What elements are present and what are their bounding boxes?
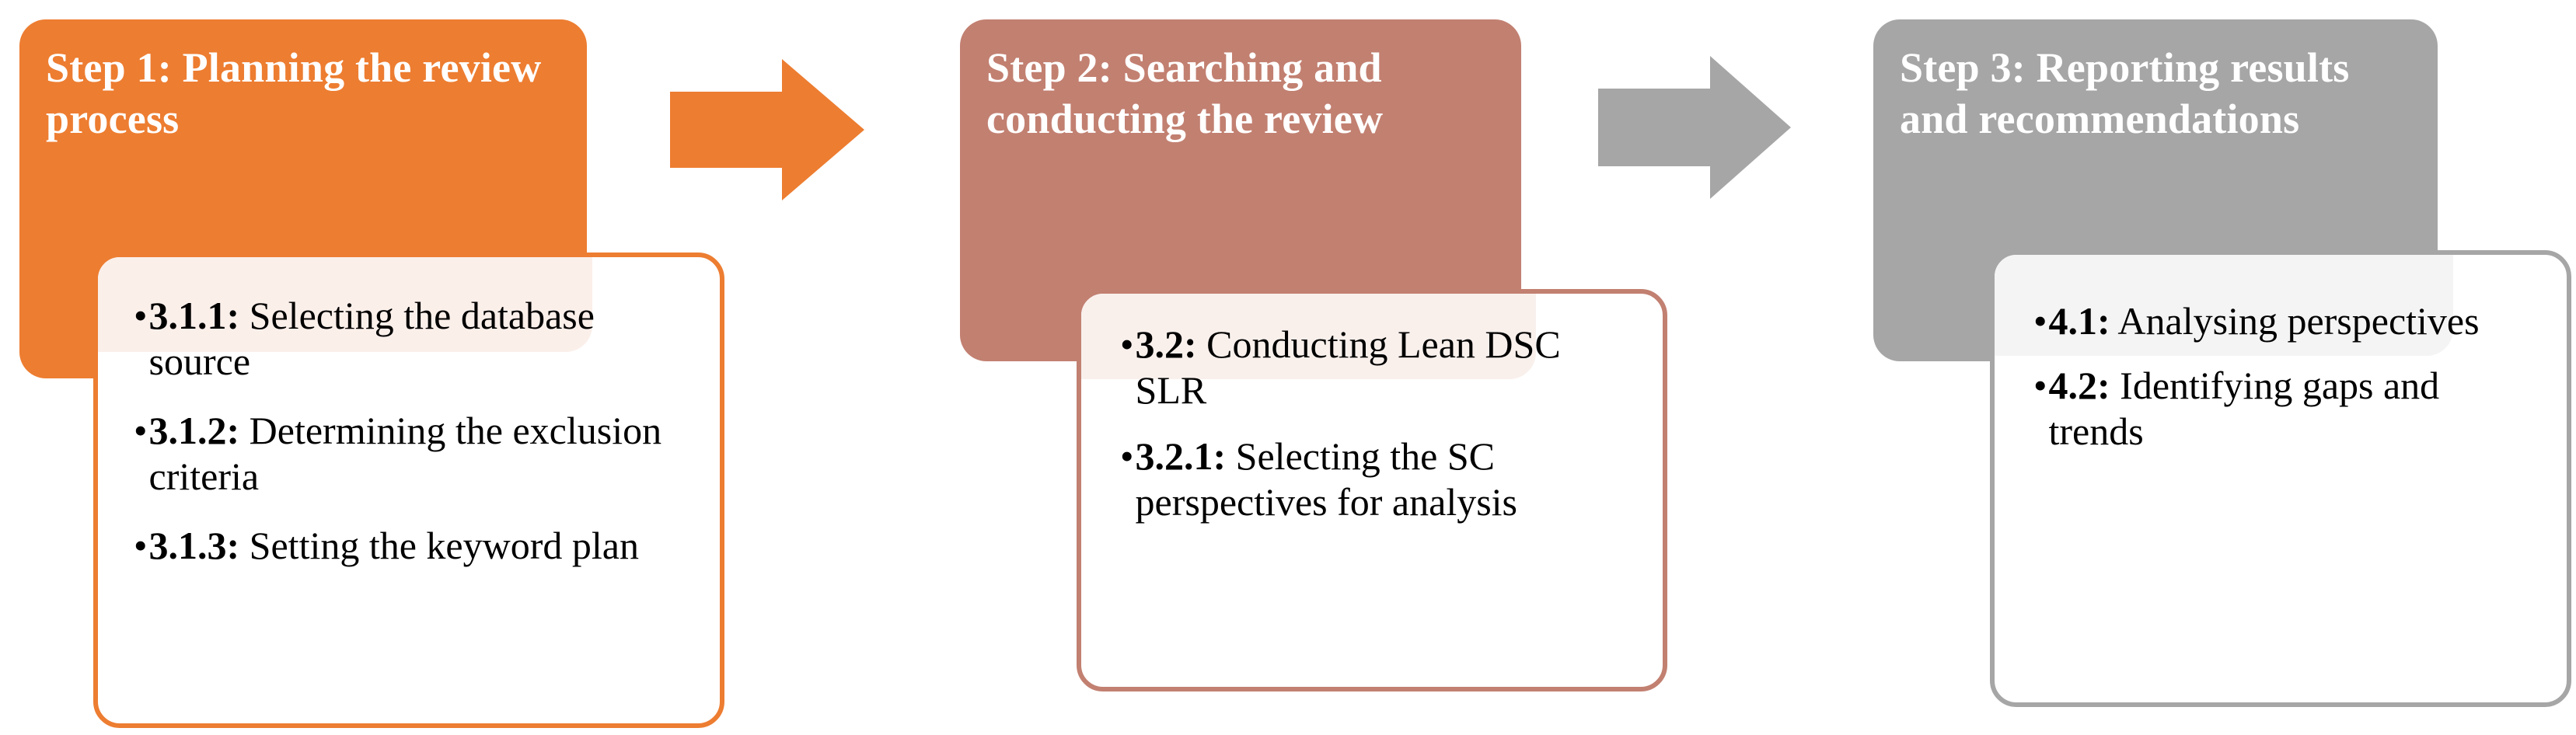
list-item-text: 3.2: Conducting Lean DSC SLR (1136, 322, 1635, 413)
list-item-text: 4.1: Analysing perspectives (2049, 298, 2539, 344)
list-item-body: Conducting Lean DSC SLR (1135, 322, 1561, 412)
list-item-label: 3.2.1: (1135, 434, 1227, 478)
list-item: • 3.1.1: Selecting the database source (134, 293, 689, 385)
list-item-label: 4.2: (2048, 364, 2110, 407)
list-item-body: Analysing perspectives (2110, 299, 2480, 343)
list-item-text: 4.2: Identifying gaps and trends (2049, 363, 2539, 455)
step-1-bullet-list: • 3.1.1: Selecting the database source •… (98, 257, 720, 569)
arrow-right-icon-step2-to-step3 (1598, 56, 1791, 199)
list-item-label: 3.1.2: (148, 409, 240, 452)
step-1-title: Step 1: Planning the review process (46, 44, 542, 142)
step-2-title: Step 2: Searching and conducting the rev… (986, 44, 1384, 142)
list-item-label: 3.1.3: (148, 524, 240, 567)
arrow-right-icon-step1-to-step2 (670, 59, 864, 200)
list-item-label: 3.2: (1135, 322, 1197, 366)
list-item-label: 4.1: (2048, 299, 2110, 343)
bullet-dot-icon: • (134, 524, 148, 567)
list-item: • 3.1.3: Setting the keyword plan (134, 523, 689, 569)
list-item: • 3.1.2: Determining the exclusion crite… (134, 408, 689, 500)
step-1-detail-card: • 3.1.1: Selecting the database source •… (93, 253, 724, 728)
list-item-body: Selecting the SC perspectives for analys… (1135, 434, 1518, 524)
bullet-dot-icon: • (2033, 364, 2047, 407)
bullet-dot-icon: • (134, 294, 148, 337)
step-3-bullet-list: • 4.1: Analysing perspectives • 4.2: Ide… (1995, 255, 2567, 455)
list-item-text: 3.2.1: Selecting the SC perspectives for… (1136, 434, 1635, 525)
list-item: • 3.2: Conducting Lean DSC SLR (1120, 322, 1635, 413)
list-item-body: Setting the keyword plan (239, 524, 639, 567)
list-item-text: 3.1.2: Determining the exclusion criteri… (149, 408, 689, 500)
list-item-body: Determining the exclusion criteria (148, 409, 662, 498)
list-item: • 4.2: Identifying gaps and trends (2033, 363, 2539, 455)
step-2-detail-card: • 3.2: Conducting Lean DSC SLR • 3.2.1: … (1077, 289, 1667, 691)
step-3-title: Step 3: Reporting results and recommenda… (1900, 44, 2350, 142)
step-2-bullet-list: • 3.2: Conducting Lean DSC SLR • 3.2.1: … (1081, 294, 1663, 525)
bullet-dot-icon: • (134, 409, 148, 452)
list-item: • 3.2.1: Selecting the SC perspectives f… (1120, 434, 1635, 525)
list-item: • 4.1: Analysing perspectives (2033, 298, 2539, 344)
bullet-dot-icon: • (1120, 434, 1134, 478)
list-item-text: 3.1.1: Selecting the database source (149, 293, 689, 385)
list-item-body: Identifying gaps and trends (2048, 364, 2440, 453)
list-item-text: 3.1.3: Setting the keyword plan (149, 523, 689, 569)
bullet-dot-icon: • (2033, 299, 2047, 343)
list-item-label: 3.1.1: (148, 294, 240, 337)
step-3-detail-card: • 4.1: Analysing perspectives • 4.2: Ide… (1990, 250, 2571, 707)
bullet-dot-icon: • (1120, 322, 1134, 366)
